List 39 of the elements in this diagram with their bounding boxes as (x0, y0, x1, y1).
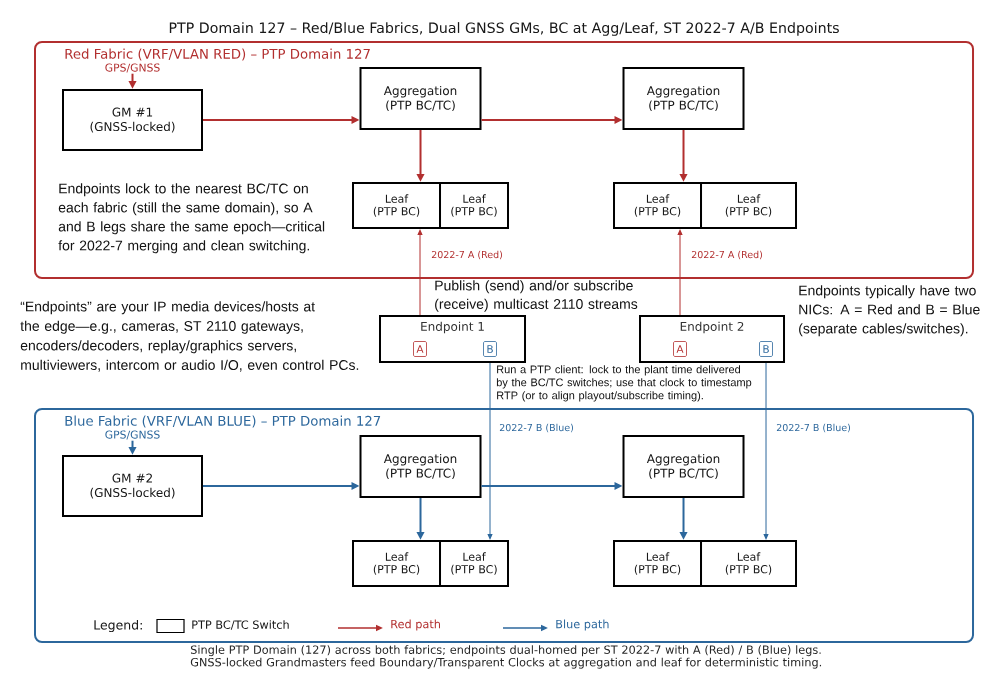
leaf-box: Leaf (PTP BC) (439, 182, 509, 229)
arrow (763, 362, 769, 540)
edge-label: 2022-7 A (Red) (431, 250, 503, 260)
legend-title: Legend: (94, 619, 142, 633)
edge-label: 2022-7 A (Red) (691, 250, 763, 260)
arrow (417, 229, 423, 316)
aggregation-box: Aggregation (PTP BC/TC) (359, 435, 482, 498)
arrow (677, 229, 683, 316)
leaf-box: Leaf (PTP BC) (439, 540, 509, 587)
gnss-label: GPS/GNSS (105, 430, 160, 440)
leaf-box: Leaf (PTP BC) (352, 540, 441, 587)
port-badge: B (483, 341, 497, 357)
note-text: Run a PTP client: lock to the plant time delivered by the BC/TC switches; use that clock to timestamp RTP (or to align playout/subscribe timing). (496, 365, 752, 402)
grandmaster-box: GM #2 (GNSS-locked) (62, 455, 203, 517)
port-badge: A (413, 341, 427, 357)
aggregation-box: Aggregation (PTP BC/TC) (622, 67, 745, 130)
note-text: “Endpoints” are your IP media devices/hosts at the edge—e.g., cameras, ST 2110 gateways, encoders/decoders, replay/graphics servers, multiviewers, intercom or audio I/O, even control PCs. (20, 301, 359, 372)
gnss-label: GPS/GNSS (105, 63, 160, 73)
leaf-box: Leaf (PTP BC) (700, 182, 797, 229)
title: PTP Domain 127 – Red/Blue Fabrics, Dual GNSS GMs, BC at Agg/Leaf, ST 2022-7 A/B Endpoints (169, 22, 839, 36)
port-badge: B (759, 341, 773, 357)
legend-label: Blue path (556, 619, 609, 631)
edge-label: 2022-7 B (Blue) (499, 423, 573, 433)
legend-label: Red path (391, 619, 440, 631)
leaf-box: Leaf (PTP BC) (352, 182, 441, 229)
edge-label: 2022-7 B (Blue) (776, 423, 850, 433)
aggregation-box: Aggregation (PTP BC/TC) (359, 67, 482, 130)
note-text: Endpoints lock to the nearest BC/TC on each fabric (still the same domain), so A and B legs share the same epoch—critical for 2022-7 merging and clean switching. (58, 183, 325, 254)
legend-label: PTP BC/TC Switch (192, 620, 289, 630)
leaf-box: Leaf (PTP BC) (613, 540, 702, 587)
note-text: Publish (send) and/or subscribe (receive) multicast 2110 streams (435, 280, 638, 312)
port-badge: A (673, 341, 687, 357)
arrow (487, 362, 493, 540)
grandmaster-box: GM #1 (GNSS-locked) (62, 89, 203, 151)
leaf-box: Leaf (PTP BC) (700, 540, 797, 587)
aggregation-box: Aggregation (PTP BC/TC) (622, 435, 745, 498)
caption: Single PTP Domain (127) across both fabrics; endpoints dual-homed per ST 2022-7 with A (Red) / B (Blue) legs. GNSS-locked Grandmasters feed Boundary/Transparent Clocks at aggregation and leaf for deterministic timing. (190, 645, 822, 669)
note-text: Endpoints typically have two NICs: A = Red and B = Blue (separate cables/switches). (799, 285, 980, 337)
leaf-box: Leaf (PTP BC) (613, 182, 702, 229)
